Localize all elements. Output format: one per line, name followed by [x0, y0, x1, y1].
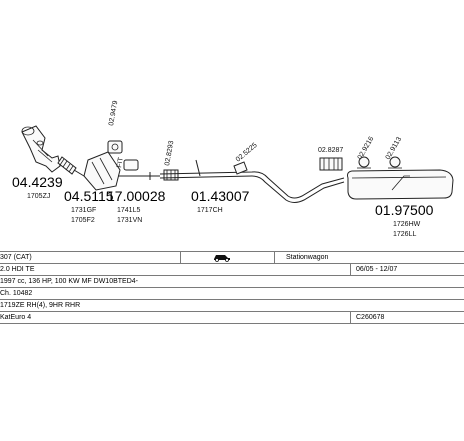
clamp-small-part-2[interactable]	[163, 169, 179, 181]
small-part-number-02-8287: 02.8287	[318, 147, 343, 154]
part-code-1726ll: 1726LL	[393, 231, 416, 238]
rubber-hanger-small-part-6[interactable]	[388, 156, 402, 169]
part-number-17-00028: 17.00028	[107, 188, 166, 204]
part-code-1741l5: 1741L5	[117, 207, 140, 214]
middle-pipe-part[interactable]	[159, 159, 345, 203]
part-number-01-43007: 01.43007	[191, 188, 250, 204]
info-row-chassis: Ch. 10482	[0, 288, 464, 300]
info-row-model: 307 (CAT) Stationwagon	[0, 251, 464, 264]
middle-connecting-pipe	[149, 172, 160, 180]
gasket-small-part[interactable]	[107, 140, 123, 154]
fit-label: FIT	[116, 156, 125, 168]
emission-value: KatEuro 4	[0, 314, 32, 321]
part-code-1731gf: 1731GF	[71, 207, 96, 214]
exhaust-system-diagram: 04.4239 1705ZJ 04.5115 1731GF 1705F2 17.…	[12, 100, 454, 238]
info-row-emission: KatEuro 4 C260678	[0, 312, 464, 324]
front-catalytic-converter-part[interactable]	[21, 125, 61, 173]
info-row-engine: 2.0 HDI TE 06/05 - 12/07	[0, 264, 464, 276]
part-code-1731vn: 1731VN	[117, 217, 142, 224]
clamp-small-part-4[interactable]	[319, 157, 343, 171]
chassis-value: Ch. 10482	[0, 290, 33, 297]
body-type-value: Stationwagon	[286, 254, 329, 261]
catalytic-converter-part[interactable]	[83, 151, 150, 191]
small-part-number-02-8293: 02.8293	[164, 140, 175, 166]
small-part-number-02-9479: 02.9479	[108, 100, 119, 126]
car-side-icon	[212, 252, 232, 266]
part-code-1705zj: 1705ZJ	[27, 193, 50, 200]
part-number-04-4239: 04.4239	[12, 174, 63, 190]
part-code-1717ch: 1717CH	[197, 207, 223, 214]
model-value: 307 (CAT)	[0, 254, 32, 261]
rubber-mount-small-part-3[interactable]	[233, 161, 248, 175]
part-number-04-5115: 04.5115	[64, 188, 114, 204]
small-part-number-02-5225: 02.5225	[235, 142, 259, 164]
part-code-1726hw: 1726HW	[393, 221, 421, 228]
vehicle-info-table: 307 (CAT) Stationwagon 2.0 HDI TE 06/05 …	[0, 251, 464, 324]
fit-clamp-small-part[interactable]	[123, 159, 139, 171]
info-row-codes: 1719ZE RH(4), 9HR RHR	[0, 300, 464, 312]
rear-silencer-part[interactable]	[347, 169, 454, 200]
engine-details-value: 1997 cc, 136 HP, 100 KW MF DW10BTED4-	[0, 278, 138, 285]
part-code-1705f2: 1705F2	[71, 217, 95, 224]
info-row-engine-details: 1997 cc, 136 HP, 100 KW MF DW10BTED4-	[0, 276, 464, 288]
codes-value: 1719ZE RH(4), 9HR RHR	[0, 302, 81, 309]
rubber-hanger-small-part-5[interactable]	[357, 156, 371, 169]
flex-pipe-part[interactable]	[57, 156, 85, 177]
engine-value: 2.0 HDI TE	[0, 266, 35, 273]
date-range-value: 06/05 - 12/07	[356, 266, 398, 273]
part-number-01-97500: 01.97500	[375, 202, 434, 218]
catalog-id-value: C260678	[356, 314, 385, 321]
